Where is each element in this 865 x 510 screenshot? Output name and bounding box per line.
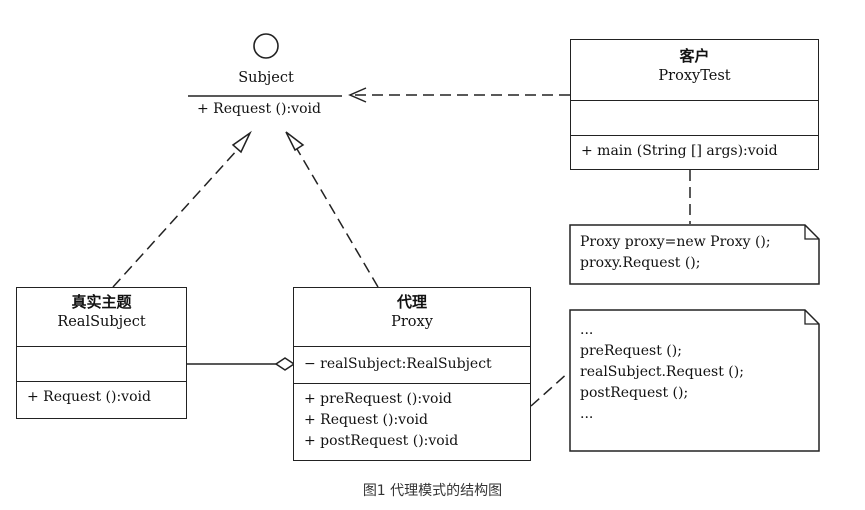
subject-name: Subject [238,70,294,86]
proxy-attribute: − realSubject:RealSubject [304,356,492,372]
note-fold-icon [804,310,819,325]
proxy-operations-section: + preRequest ():void + Request ():void +… [294,383,530,452]
proxy-class-header: 代理 Proxy [294,288,530,346]
client-note: Proxy proxy=new Proxy (); proxy.Request … [580,232,771,274]
client-operation: + main (String [] args):void [581,143,778,159]
proxy-attributes-section: − realSubject:RealSubject [294,346,530,383]
proxy-operation: + preRequest ():void [304,391,452,407]
proxy-operation: + Request ():void [304,412,428,428]
aggregation-diamond-icon [274,357,296,371]
note-line: postRequest (); [580,385,689,401]
proxy-class-name: Proxy [391,314,433,330]
realization-arrowhead-icon [231,130,252,154]
realization-line-realsubject [112,148,239,288]
realsubject-attributes-section [17,346,186,381]
realsubject-operations-section: + Request ():void [17,381,186,408]
client-class-header: 客户 ProxyTest [571,40,818,100]
client-class-name: ProxyTest [658,68,731,84]
interface-lollipop-icon [253,33,279,59]
realsubject-class-header: 真实主题 RealSubject [17,288,186,346]
subject-operation: + Request ():void [197,101,321,117]
note-anchor-line-proxy [530,371,570,407]
client-class-box: 客户 ProxyTest + main (String [] args):voi… [570,39,819,170]
figure-caption: 图1 代理模式的结构图 [362,483,503,499]
realsubject-title-cn: 真实主题 [71,293,132,311]
client-attributes-section [571,100,818,135]
dependency-arrowhead-icon [348,87,367,103]
realsubject-class-name: RealSubject [57,314,146,330]
note-fold-icon [804,225,819,240]
client-note-shape [569,224,820,285]
proxy-note-shape [569,309,820,452]
proxy-note: ... preRequest (); realSubject.Request (… [580,320,744,425]
realization-arrowhead-icon [285,131,305,152]
client-operations-section: + main (String [] args):void [571,135,818,162]
proxy-class-box: 代理 Proxy − realSubject:RealSubject + pre… [293,287,531,461]
note-line: proxy.Request (); [580,255,701,271]
note-line: ... [580,406,594,422]
realsubject-class-box: 真实主题 RealSubject + Request ():void [16,287,187,419]
client-title-cn: 客户 [679,47,710,65]
note-line: ... [580,322,594,338]
realsubject-operation: + Request ():void [27,389,151,405]
proxy-operation: + postRequest ():void [304,433,459,449]
proxy-title-cn: 代理 [396,293,427,311]
note-line: preRequest (); [580,343,682,359]
note-line: Proxy proxy=new Proxy (); [580,234,771,250]
note-line: realSubject.Request (); [580,364,744,380]
realization-line-proxy [296,148,379,288]
